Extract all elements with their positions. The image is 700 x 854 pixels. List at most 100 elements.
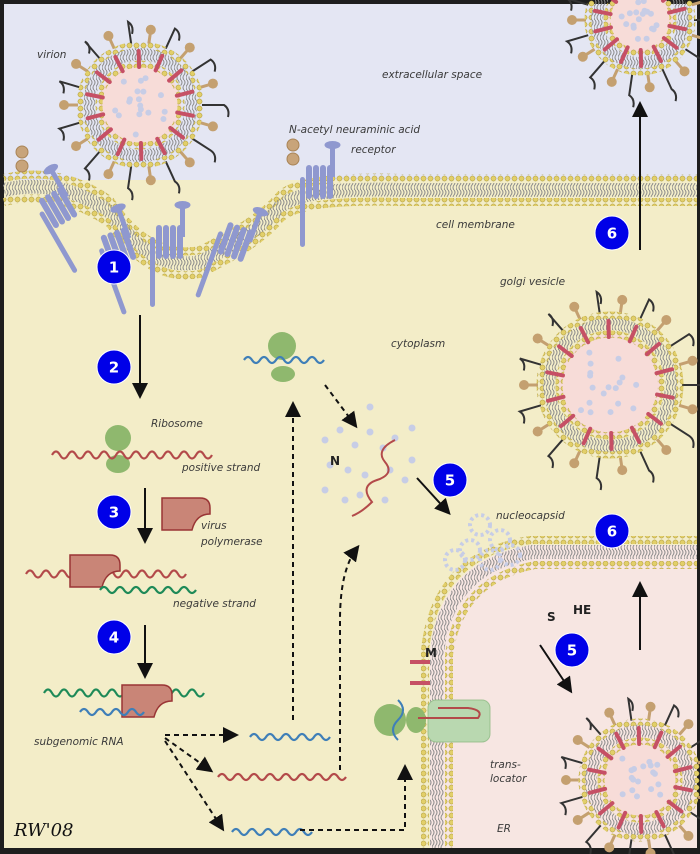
receptor-stalk (330, 147, 335, 177)
n-protein (617, 379, 623, 385)
nana-sugar (287, 139, 299, 151)
n-protein (615, 401, 621, 407)
n-protein (134, 88, 140, 94)
step-number: 4 (109, 629, 119, 647)
n-protein (613, 385, 619, 391)
n-protein (162, 109, 168, 115)
n-protein (630, 405, 636, 411)
he-protein-head (569, 458, 579, 468)
n-protein (121, 79, 127, 85)
he-protein-head (680, 66, 690, 76)
he-protein-head (103, 169, 113, 179)
step-number: 6 (607, 523, 617, 541)
receptor-tail (300, 177, 305, 247)
receptor-tail (150, 237, 155, 307)
n-protein (648, 762, 654, 768)
virion-envelope-inner (607, 0, 673, 53)
n-protein (590, 385, 596, 391)
he-protein-head (208, 79, 218, 89)
n-protein (635, 36, 641, 42)
receptor-head (175, 201, 191, 209)
n-protein (140, 89, 146, 95)
n-protein (608, 409, 614, 415)
n-protein (633, 9, 639, 15)
step-number: 5 (567, 642, 577, 660)
n-protein (409, 457, 416, 464)
he-protein-head (607, 77, 617, 87)
he-protein-head (573, 815, 583, 825)
step-marker-6a: 6 (595, 216, 629, 250)
label-polymerase: polymerase (200, 536, 263, 548)
he-protein-head (208, 121, 218, 131)
nana-sugar (287, 153, 299, 165)
he-protein-head (617, 465, 627, 475)
label-n: N (330, 454, 340, 468)
he-protein-head (578, 52, 588, 62)
label-cytoplasm: cytoplasm (391, 338, 445, 350)
n-protein (322, 487, 329, 494)
n-protein (136, 96, 142, 102)
label-subgenomic-rna: subgenomic RNA (34, 736, 124, 748)
label-cell-membrane: cell membrane (436, 219, 515, 231)
n-protein (616, 356, 622, 362)
n-protein (342, 497, 349, 504)
n-protein (588, 361, 594, 367)
he-protein-head (683, 719, 693, 729)
n-protein (631, 766, 637, 772)
n-protein (619, 14, 625, 20)
he-protein-head (661, 445, 671, 455)
n-protein (160, 116, 166, 122)
he-protein-head (185, 43, 195, 53)
receptor-helix (156, 225, 162, 259)
n-protein (345, 467, 352, 474)
label-negative-strand: negative strand (173, 598, 256, 610)
step-marker-5a: 5 (433, 463, 467, 497)
step-number: 5 (445, 472, 455, 490)
n-protein (648, 786, 654, 792)
n-protein (127, 96, 133, 102)
n-protein (367, 404, 374, 411)
he-protein-head (103, 31, 113, 41)
n-protein (629, 787, 635, 793)
he-protein-head (146, 25, 156, 35)
n-protein (627, 10, 633, 16)
n-protein (116, 112, 122, 118)
n-protein (640, 11, 646, 17)
n-protein (409, 425, 416, 432)
receptor-helix (163, 225, 169, 259)
step-number: 3 (109, 504, 119, 522)
n-protein (143, 75, 149, 81)
he-protein-head (573, 735, 583, 745)
he-protein-head (561, 775, 571, 785)
he-protein-head (185, 157, 195, 167)
n-protein (636, 16, 642, 22)
n-protein (133, 131, 139, 137)
n-protein (586, 350, 592, 356)
n-protein (631, 25, 637, 31)
label-ribosome: Ribosome (151, 418, 203, 430)
label-virion: virion (37, 49, 66, 61)
nana-sugar (16, 160, 28, 172)
he-protein-head (519, 380, 529, 390)
ribosome-large (105, 425, 131, 451)
n-protein (648, 11, 654, 17)
artist-signature: RW'08 (13, 820, 74, 841)
he-protein-head (688, 404, 698, 414)
label-s: S (547, 610, 556, 624)
ribosome-large-n (268, 332, 296, 360)
receptor-stalk (180, 207, 185, 237)
n-protein (654, 22, 660, 28)
n-protein (623, 21, 629, 27)
receptor-helix (170, 225, 176, 259)
label-extracellular: extracellular space (382, 69, 482, 81)
receptor-helix (313, 165, 319, 199)
step-number: 6 (607, 225, 617, 243)
he-protein-head (567, 15, 577, 25)
he-protein-head (645, 82, 655, 92)
ribosome-small-n (271, 366, 295, 382)
he-protein-head (646, 702, 656, 712)
he-protein-head (59, 100, 69, 110)
step-marker-5b: 5 (555, 633, 589, 667)
